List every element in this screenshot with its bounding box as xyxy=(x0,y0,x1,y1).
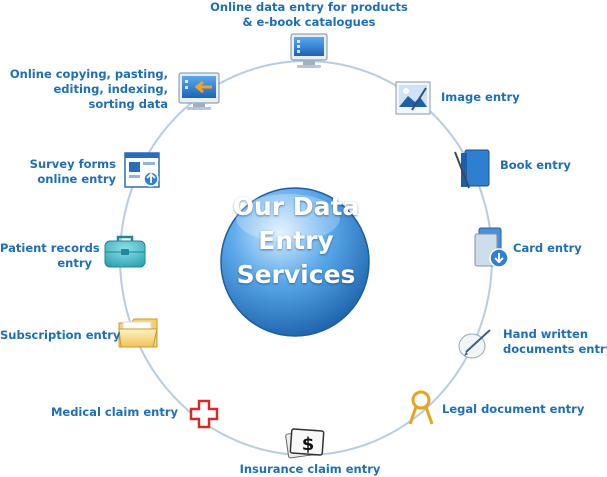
monitor-icon xyxy=(290,33,328,68)
label-insurance-claim-entry: Insurance claim entry xyxy=(230,462,390,477)
hub-title: Our Data Entry Services xyxy=(220,190,372,292)
label-line: sorting data xyxy=(88,97,168,111)
label-line: & e-book catalogues xyxy=(242,15,376,29)
dollar-sign-icon: $ xyxy=(285,428,325,459)
label-handwritten-entry: Hand written documents entry xyxy=(503,327,607,357)
label-image-entry: Image entry xyxy=(441,90,520,105)
label-online-data-entry: Online data entry for products & e-book … xyxy=(200,0,418,30)
label-survey-forms-entry: Survey forms online entry xyxy=(10,157,116,187)
hub-title-line: Our Data xyxy=(232,192,360,221)
label-card-entry: Card entry xyxy=(513,241,582,256)
medical-cross-icon xyxy=(189,399,219,429)
label-line: documents entry xyxy=(503,342,607,356)
label-line: Survey forms xyxy=(29,157,116,171)
form-upload-icon xyxy=(124,152,160,188)
image-icon xyxy=(395,81,431,115)
label-medical-claim-entry: Medical claim entry xyxy=(20,405,178,420)
label-online-copying-entry: Online copying, pasting, editing, indexi… xyxy=(6,67,168,112)
label-line: Online data entry for products xyxy=(210,0,408,14)
handwriting-icon xyxy=(458,329,491,359)
hub-title-line: Entry xyxy=(258,226,334,255)
label-line: Insurance claim entry xyxy=(239,462,381,476)
monitor-arrow-icon xyxy=(178,72,220,110)
label-patient-records-entry: Patient records entry xyxy=(0,241,100,271)
label-legal-document-entry: Legal document entry xyxy=(442,402,584,417)
label-line: Patient records xyxy=(0,241,100,255)
medical-bag-icon xyxy=(104,235,146,268)
label-line: Online copying, pasting, xyxy=(9,67,168,81)
label-line: Medical claim entry xyxy=(50,405,178,419)
label-line: Image entry xyxy=(441,90,520,104)
card-folder-icon xyxy=(474,227,509,268)
hub-title-line: Services xyxy=(236,260,356,289)
ribbon-icon xyxy=(408,390,434,425)
label-line: entry xyxy=(57,256,92,270)
label-line: Book entry xyxy=(500,158,571,172)
label-line: Hand written xyxy=(503,327,589,341)
label-book-entry: Book entry xyxy=(500,158,571,173)
label-line: editing, indexing, xyxy=(53,82,168,96)
book-icon xyxy=(454,149,490,189)
label-line: Subscription entry xyxy=(0,328,121,342)
folder-icon xyxy=(118,318,158,348)
label-line: online entry xyxy=(37,172,116,186)
label-line: Card entry xyxy=(513,241,582,255)
svg-text:$: $ xyxy=(302,434,315,455)
label-subscription-entry: Subscription entry xyxy=(0,328,121,343)
label-line: Legal document entry xyxy=(442,402,585,416)
hub-highlight xyxy=(236,194,340,242)
hub-circle xyxy=(220,187,370,337)
